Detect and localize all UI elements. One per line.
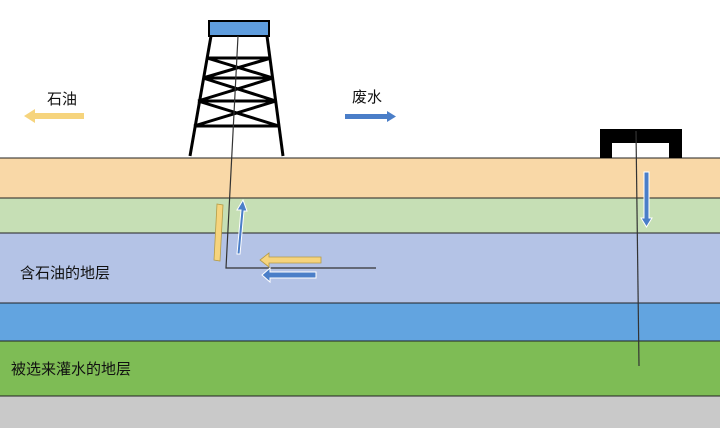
oil-flow-arrows — [213, 203, 322, 268]
injection-wellhead-icon — [600, 129, 682, 158]
oil-legend-label: 石油 — [47, 90, 78, 108]
water-leftflow-arrow — [261, 266, 317, 284]
blue-layer — [0, 303, 720, 341]
left-arrow-icon — [24, 109, 84, 123]
water-downflow-arrow — [640, 171, 653, 228]
oil-upflow-bar — [213, 203, 224, 262]
production-well-pipe — [225, 35, 376, 269]
wastewater-legend-label: 废水 — [352, 88, 383, 106]
oil-layer-label: 含石油的地层 — [20, 264, 111, 282]
derrick-top-cap — [208, 20, 270, 37]
layer-boundaries — [0, 157, 720, 397]
right-arrow-icon — [345, 111, 396, 122]
green-layer — [0, 198, 720, 233]
surface-soil-layer — [0, 158, 720, 198]
water-upflow-arrow — [236, 198, 248, 255]
injection-well-pipe — [635, 130, 640, 367]
injection-layer-label: 被选来灌水的地层 — [11, 360, 132, 378]
bedrock-layer — [0, 396, 720, 428]
water-flow-arrows — [236, 171, 653, 284]
injection-layer — [0, 341, 720, 396]
oil-derrick-icon — [188, 20, 285, 157]
oil-leftflow-arrow — [259, 252, 322, 268]
